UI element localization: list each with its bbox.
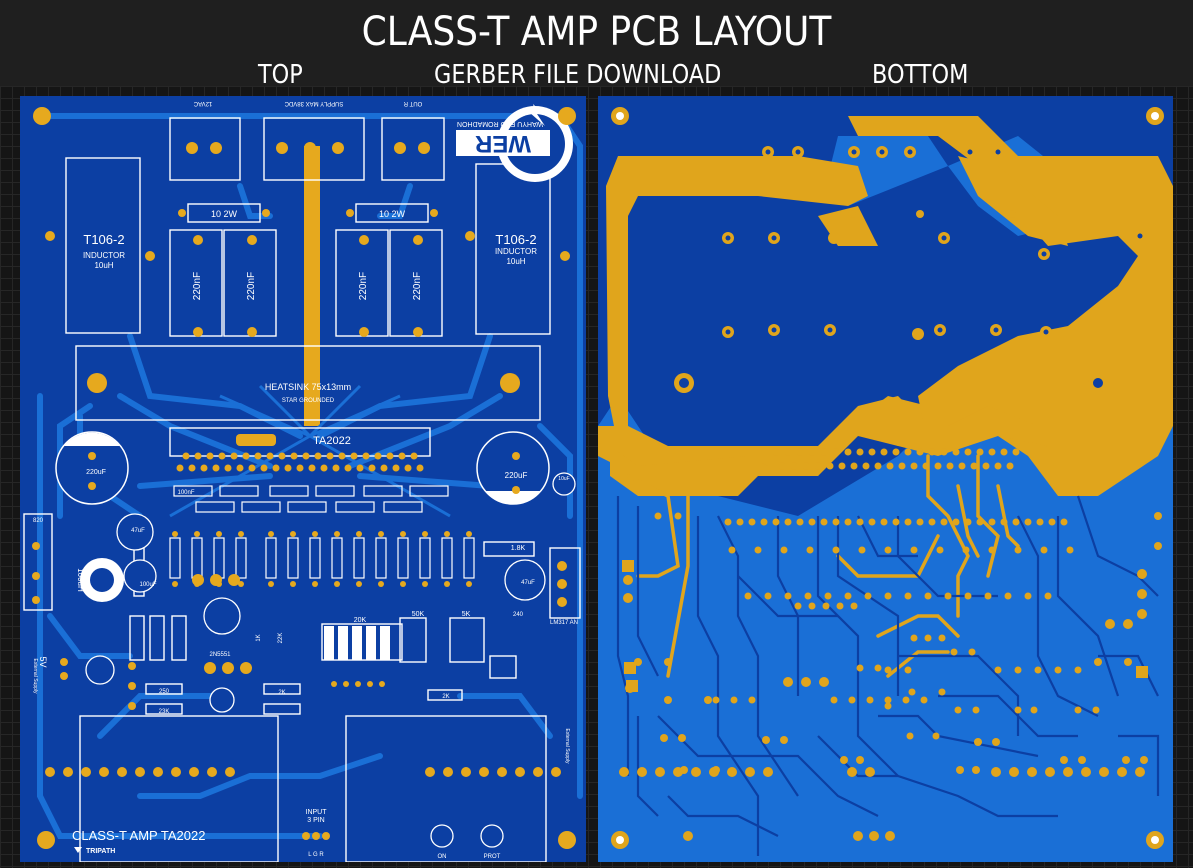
cap10-label: 10uF: [558, 476, 569, 482]
v5-label: 5V: [38, 656, 48, 667]
trimmer-pots: [324, 626, 390, 660]
label-out-r: OUT R: [403, 100, 422, 106]
cap-label-4: 220nF: [412, 272, 423, 300]
inductor-right-label: T106-2: [495, 232, 536, 247]
bottom-pads: [611, 107, 1164, 849]
r5k-label: 5K: [462, 611, 471, 618]
lgr-label: L G R: [308, 852, 324, 858]
pcb-bottom-layer: [598, 96, 1173, 862]
heatsink-label: HEATSINK 75x13mm: [265, 382, 351, 392]
wer-logo: [456, 104, 573, 182]
tripath-label: TRIPATH: [86, 848, 115, 855]
pin3-label: 3 PIN: [307, 817, 325, 824]
cap47-right: 47uF: [521, 580, 535, 586]
bottom-pad-holes: [679, 149, 1143, 388]
inductor-left-val: 10uH: [94, 261, 113, 270]
inductor-right-sub: INDUCTOR: [495, 247, 537, 256]
prot-label: PROT: [484, 854, 501, 860]
label-12vac: 12VAC: [193, 100, 212, 106]
header-bar: [0, 0, 1193, 90]
logo-text: WER: [475, 130, 531, 157]
r22k-label: 22K: [278, 633, 284, 644]
r240-label: 240: [513, 612, 524, 618]
gerber-download-link[interactable]: GERBER FILE DOWNLOAD: [434, 60, 722, 90]
bottom-chip-pins: [634, 448, 1162, 774]
lightning-icon: [529, 104, 545, 126]
electrolytic-caps: [55, 431, 576, 848]
r50k-label: 50K: [412, 611, 425, 618]
cap-label-3: 220nF: [358, 272, 369, 300]
inductor-left-sub: INDUCTOR: [83, 251, 125, 260]
chip-pins: [172, 434, 472, 687]
cap220-right: 220uF: [505, 471, 528, 480]
resistor-left-label: 10 2W: [211, 209, 238, 219]
ext-supply-left: External Supply: [32, 658, 38, 694]
page-title: CLASS-T AMP PCB LAYOUT: [361, 9, 832, 55]
cap220-left: 220uF: [86, 469, 106, 476]
inductor-right-val: 10uH: [506, 257, 525, 266]
chip-label: TA2022: [313, 435, 351, 447]
r2k-label-2: 2K: [442, 694, 449, 700]
logo-sub: WAHYU EKO ROMADHON: [457, 120, 543, 127]
transistor-label: 2N5551: [209, 652, 231, 658]
cap-label-2: 220nF: [246, 272, 257, 300]
resistor-right-label: 10 2W: [379, 209, 406, 219]
tripath-icon: [74, 847, 82, 853]
bottom-label: BOTTOM: [872, 60, 969, 90]
inductor-left-label: T106-2: [83, 232, 124, 247]
r20k-label: 20K: [354, 617, 367, 624]
cap100n-label: 100nF: [177, 490, 194, 496]
star-ground-label: STAR GROUNDED: [282, 398, 335, 404]
r2k-label: 2K: [278, 690, 285, 696]
r250-label: 250: [159, 689, 170, 695]
r18k-label: 1.8K: [511, 545, 526, 552]
bottom-ground-pour: [598, 136, 1173, 862]
bottom-drill-holes: [616, 112, 1159, 844]
inductor100-label: 100uH: [76, 568, 85, 592]
r23k-label: 23K: [159, 709, 170, 715]
r1k-label: 1K: [256, 634, 262, 641]
input-label: INPUT: [306, 809, 328, 816]
top-pads: [32, 107, 576, 849]
cap47-label: 47uF: [131, 528, 145, 534]
pcb-bottom-svg: [598, 107, 1173, 862]
cap-label-1: 220nF: [192, 272, 203, 300]
resistor-array: [169, 485, 475, 579]
star-ground-traces: [169, 384, 451, 518]
top-center-copper: [304, 146, 320, 426]
bottom-power-copper: [598, 116, 1173, 496]
on-label: ON: [438, 854, 447, 860]
reg-label: LM317 AN: [550, 620, 578, 626]
r820-label: 820: [33, 518, 44, 524]
top-label: TOP: [258, 60, 303, 90]
pcb-top-layer: WER WAHYU EKO ROMADHON 12VAC SUPPLY MAX …: [20, 96, 586, 862]
pcb-top-svg: WER WAHYU EKO ROMADHON 12VAC SUPPLY MAX …: [23, 100, 583, 862]
cap100u-label: 100uF: [139, 582, 156, 588]
brand-label: CLASS-T AMP TA2022: [72, 828, 205, 843]
ext-supply-right: External Supply: [564, 728, 570, 764]
label-supply: SUPPLY MAX 38VDC: [284, 100, 343, 106]
